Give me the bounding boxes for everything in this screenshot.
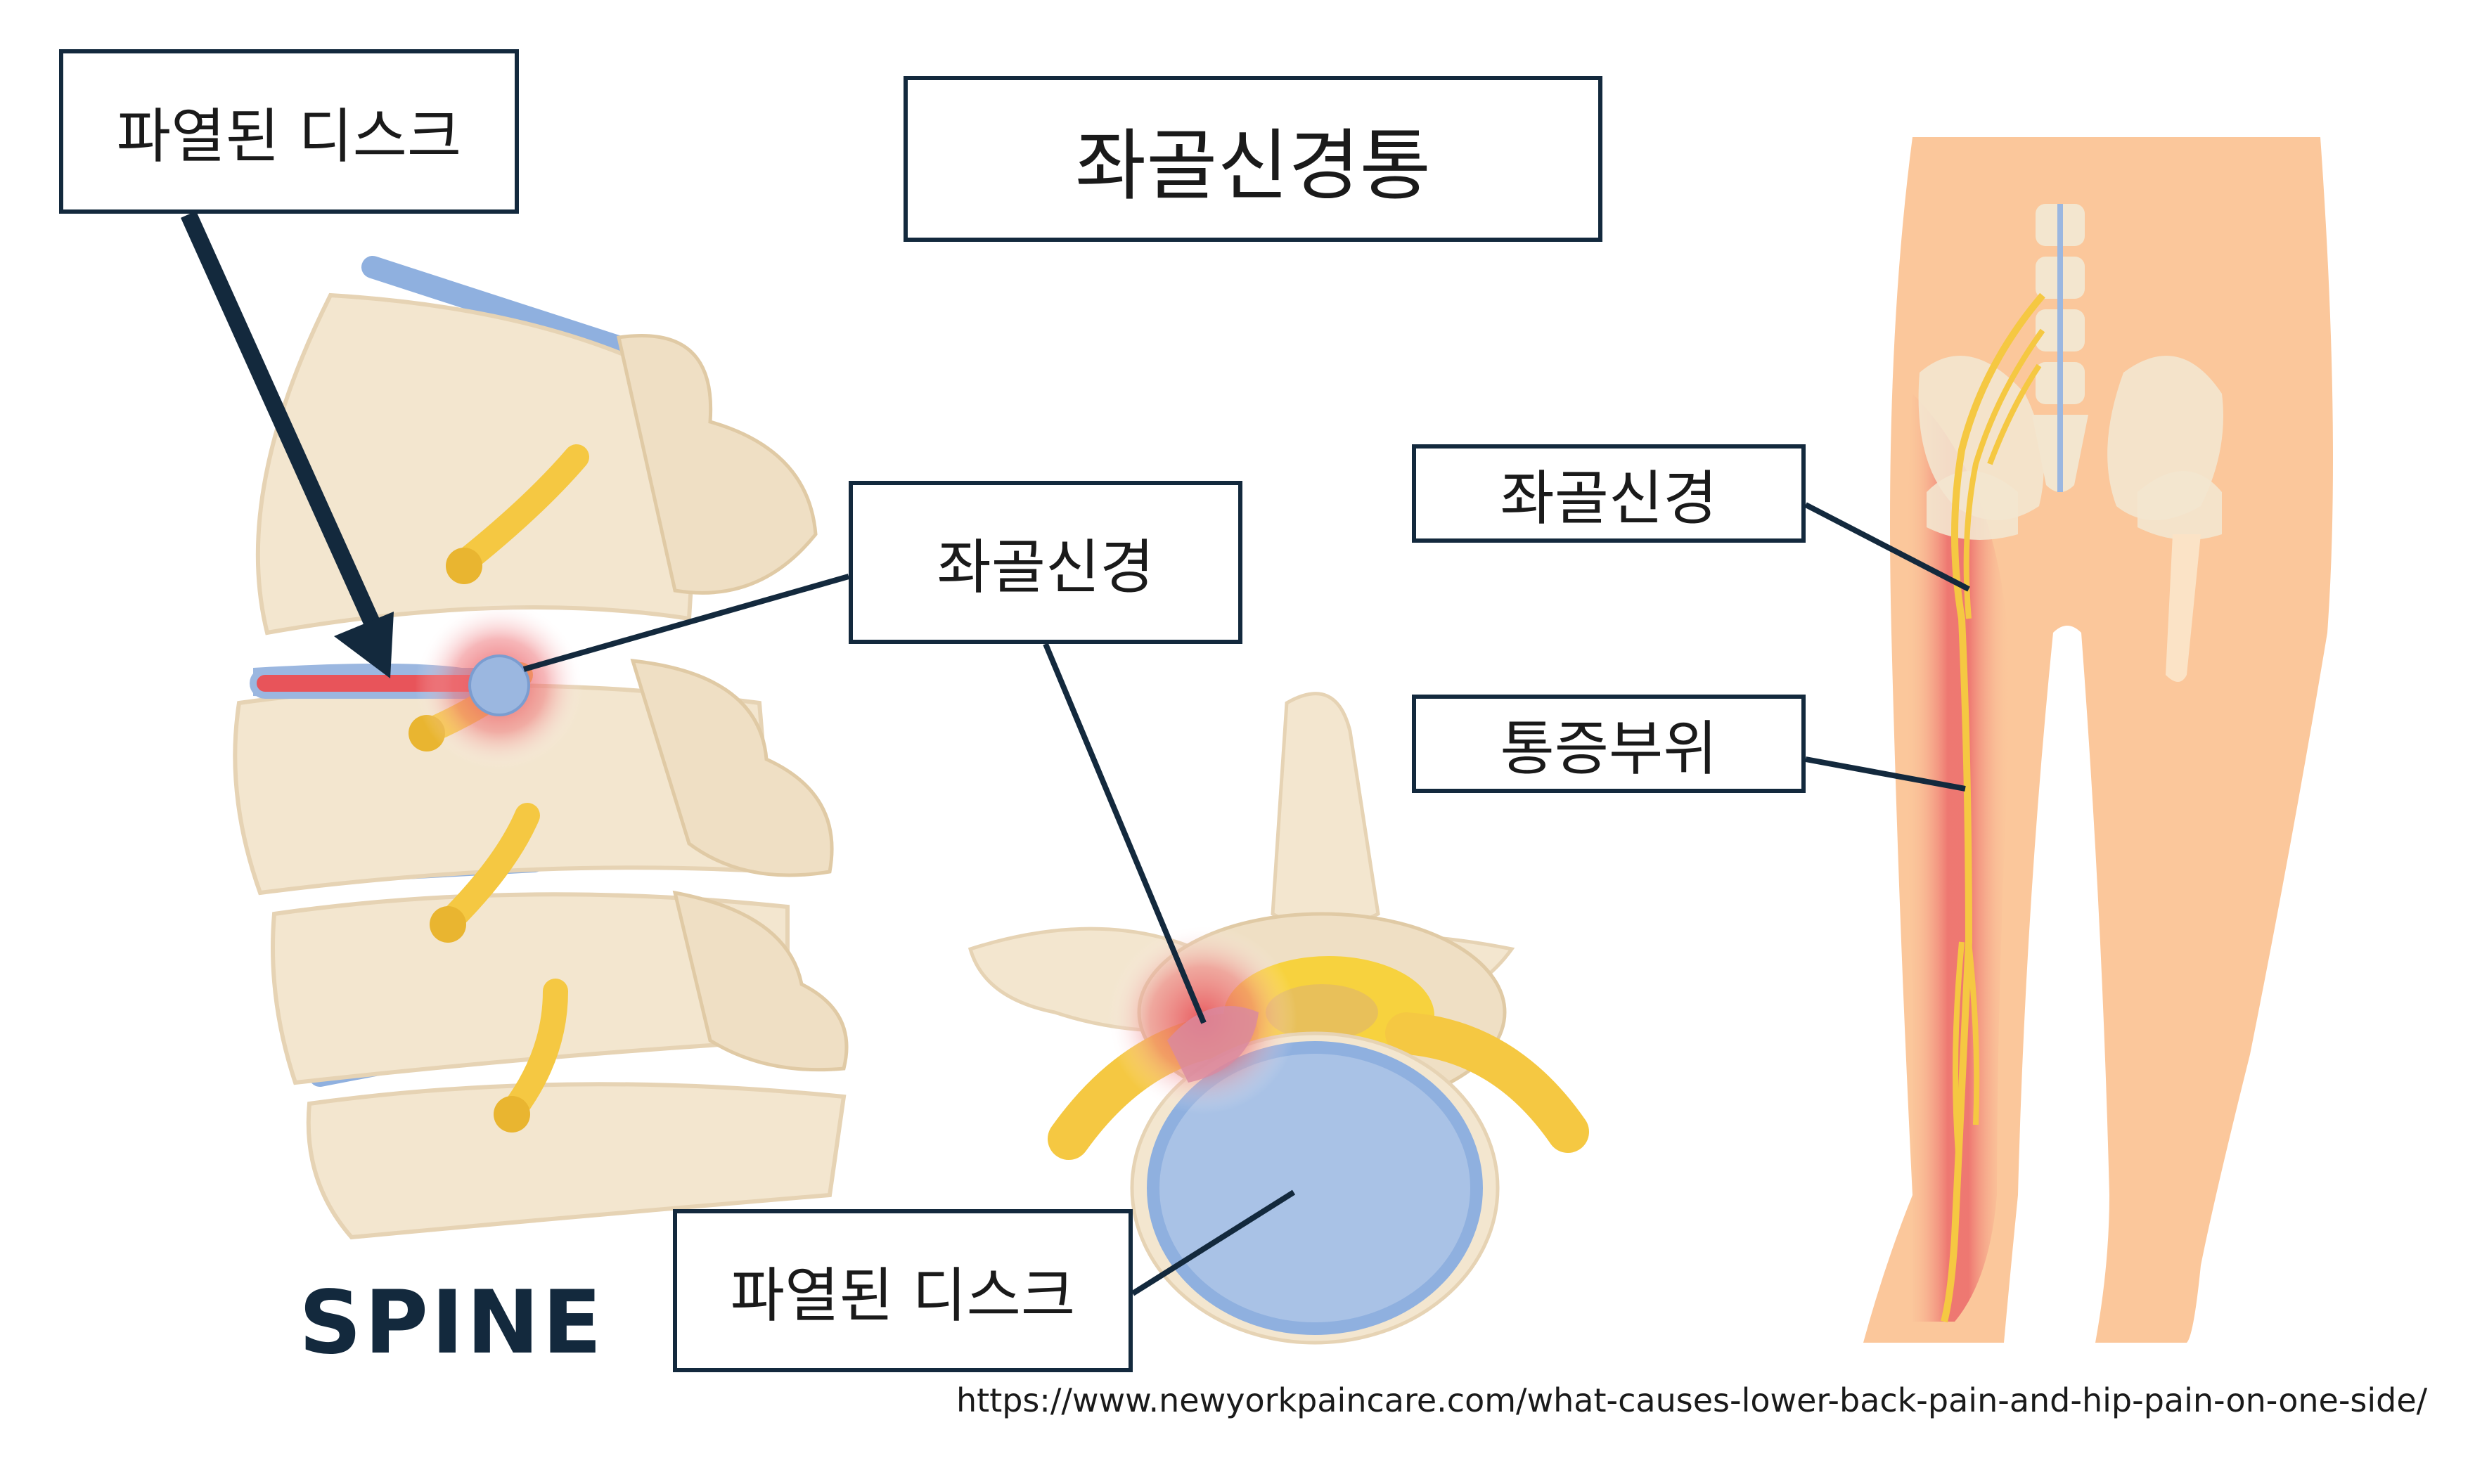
sciatic-nerve-branch xyxy=(1963,328,2045,619)
nerve-root xyxy=(437,803,540,934)
spinous-process-axial xyxy=(1271,692,1380,930)
source-url[interactable]: https://www.newyorkpaincare.com/what-cau… xyxy=(956,1381,2428,1419)
disc-axial xyxy=(1147,1041,1483,1335)
nerve-root-end xyxy=(446,548,482,584)
label-ruptured-disc-top: 파열된 디스크 xyxy=(59,49,519,214)
nerve-root xyxy=(501,979,568,1123)
label-sciatic-nerve-center: 좌골신경 xyxy=(849,481,1242,644)
label-pain-area: 통증부위 xyxy=(1412,695,1806,793)
spine-caption: SPINE xyxy=(299,1272,605,1374)
axial-vertebra xyxy=(968,692,1589,1345)
herniation-bulge xyxy=(468,654,530,716)
herniation-axial xyxy=(1167,1006,1259,1083)
body-legs xyxy=(1863,137,2333,1343)
femur-right xyxy=(2166,534,2201,682)
label-sciatic-nerve-right: 좌골신경 xyxy=(1412,444,1806,543)
pain-area-leg xyxy=(1905,394,2011,1322)
lateral-spine xyxy=(233,256,849,1240)
label-ruptured-disc-bottom: 파열된 디스크 xyxy=(673,1209,1133,1372)
spinous-process xyxy=(630,659,834,877)
ligament xyxy=(361,256,644,363)
hip-joint-right xyxy=(2138,471,2222,540)
sciatic-nerve-split xyxy=(1953,941,1980,1154)
leader-disc-axial xyxy=(1131,1189,1296,1296)
nerve-root xyxy=(451,444,589,575)
sciatic-nerve-branch xyxy=(1987,363,2042,465)
leader-pain xyxy=(1805,756,1966,792)
nerve-root-right xyxy=(1385,1012,1589,1153)
arrow-head xyxy=(334,612,394,678)
nerve-root-end xyxy=(494,1096,530,1133)
spinous-process xyxy=(672,890,849,1072)
spinous-process xyxy=(616,334,818,595)
arrow-shaft xyxy=(181,211,387,643)
page-title: 좌골신경통 xyxy=(904,76,1602,242)
nerve-root-end xyxy=(430,906,466,943)
sciatic-nerve xyxy=(1941,292,2045,1323)
leader-lines xyxy=(181,211,1970,1296)
leader-nerve-center xyxy=(522,574,850,672)
leader-nerve-axial xyxy=(1043,643,1207,1024)
leader-nerve-right xyxy=(1804,502,1970,592)
